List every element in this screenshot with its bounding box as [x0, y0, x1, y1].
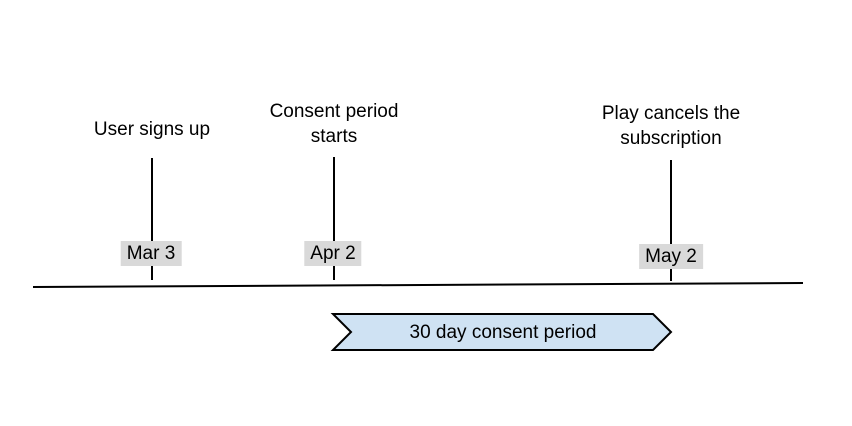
- consent-period-chevron: [330, 313, 673, 351]
- event-label-consent-period-starts: Consent period starts: [269, 101, 399, 147]
- date-badge-may-2: May 2: [639, 244, 703, 269]
- event-tick-may-2: [670, 160, 672, 281]
- event-tick-apr-2: [333, 157, 335, 280]
- consent-period-label: 30 day consent period: [409, 322, 597, 343]
- timeline-axis-line: [32, 282, 804, 288]
- date-badge-apr-2: Apr 2: [304, 241, 362, 266]
- event-tick-mar-3: [151, 158, 153, 280]
- event-label-play-cancels-subscription: Play cancels the subscription: [601, 103, 741, 149]
- date-badge-mar-3: Mar 3: [120, 241, 182, 266]
- event-label-user-signs-up: User signs up: [93, 119, 211, 140]
